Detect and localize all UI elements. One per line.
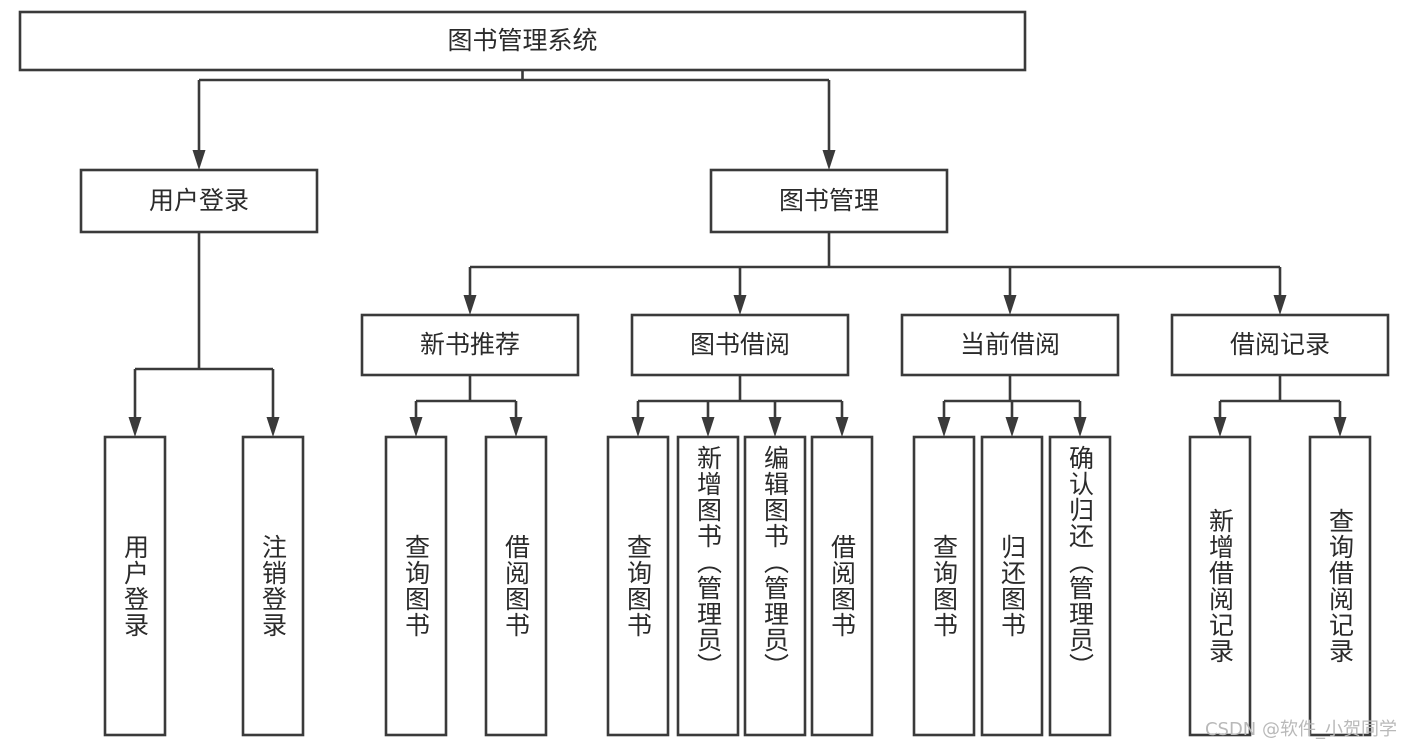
node-bookmgmt[interactable]: 图书管理 [709,168,949,234]
node-box-leaf-borrow-3 [743,435,807,737]
node-leaf-borrow-2[interactable]: 新增图书（管理员） [676,435,740,737]
node-label-leaf-borrow-3: 编辑图书（管理员） [760,445,790,679]
node-layer: 图书管理系统用户登录图书管理新书推荐图书借阅当前借阅借阅记录用户登录注销登录查询… [18,10,1390,737]
node-box-leaf-newbook-1 [384,435,448,737]
node-box-login [79,168,319,234]
node-leaf-newbook-2[interactable]: 借阅图书 [484,435,548,737]
node-label-wrap-leaf-records-1: 新增借阅记录 [1205,508,1235,664]
node-leaf-borrow-1[interactable]: 查询图书 [606,435,670,737]
node-label-wrap-leaf-borrow-2: 新增图书（管理员） [693,445,723,679]
node-label-wrap-leaf-borrow-3: 编辑图书（管理员） [760,445,790,679]
node-login[interactable]: 用户登录 [79,168,319,234]
arrowhead-leaf-login-1 [128,417,142,437]
node-box-leaf-login-2 [241,435,305,737]
node-label-leaf-current-2: 归还图书 [997,534,1027,638]
node-leaf-login-2[interactable]: 注销登录 [241,435,305,737]
node-label-leaf-borrow-1: 查询图书 [623,534,653,638]
node-label-wrap-leaf-borrow-4: 借阅图书 [827,534,857,638]
arrowhead-borrow [733,295,747,315]
node-label-leaf-current-1: 查询图书 [929,534,959,638]
node-label-leaf-newbook-1: 查询图书 [401,534,431,638]
arrowhead-bookmgmt [822,150,836,170]
node-leaf-records-1[interactable]: 新增借阅记录 [1188,435,1252,737]
node-box-newbook [360,313,580,377]
node-label-wrap-leaf-current-2: 归还图书 [997,534,1027,638]
node-box-root [18,10,1027,72]
node-label-leaf-borrow-2: 新增图书（管理员） [693,445,723,679]
arrowhead-leaf-records-1 [1213,417,1227,437]
node-label-leaf-login-1: 用户登录 [120,534,150,638]
node-label-leaf-login-2: 注销登录 [258,534,288,638]
node-box-leaf-records-1 [1188,435,1252,737]
arrowhead-leaf-current-1 [937,417,951,437]
node-leaf-current-1[interactable]: 查询图书 [912,435,976,737]
node-box-leaf-login-1 [103,435,167,737]
arrowhead-records [1273,295,1287,315]
arrowhead-leaf-newbook-1 [409,417,423,437]
node-leaf-borrow-3[interactable]: 编辑图书（管理员） [743,435,807,737]
arrowhead-current [1003,295,1017,315]
watermark: CSDN @软件_小贺同学 [1204,719,1397,740]
node-box-leaf-current-3 [1048,435,1112,737]
arrowhead-leaf-current-2 [1005,417,1019,437]
node-leaf-records-2[interactable]: 查询借阅记录 [1308,435,1372,737]
node-label-wrap-leaf-borrow-1: 查询图书 [623,534,653,638]
node-label-wrap-leaf-login-1: 用户登录 [120,534,150,638]
node-label-leaf-borrow-4: 借阅图书 [827,534,857,638]
node-leaf-current-3[interactable]: 确认归还（管理员） [1048,435,1112,737]
arrowhead-leaf-current-3 [1073,417,1087,437]
node-label-wrap-leaf-current-1: 查询图书 [929,534,959,638]
node-label-leaf-current-3: 确认归还（管理员） [1065,445,1095,679]
node-label-wrap-leaf-newbook-2: 借阅图书 [501,534,531,638]
node-label-borrow: 图书借阅 [690,330,790,359]
node-box-leaf-current-1 [912,435,976,737]
node-label-wrap-leaf-login-2: 注销登录 [258,534,288,638]
node-label-bookmgmt: 图书管理 [779,186,879,215]
node-box-leaf-current-2 [980,435,1044,737]
node-label-wrap-leaf-records-2: 查询借阅记录 [1325,508,1355,664]
node-label-newbook: 新书推荐 [420,330,520,359]
node-label-leaf-newbook-2: 借阅图书 [501,534,531,638]
node-current[interactable]: 当前借阅 [900,313,1120,377]
node-box-records [1170,313,1390,377]
node-box-current [900,313,1120,377]
edge-layer [128,70,1347,437]
node-borrow[interactable]: 图书借阅 [630,313,850,377]
node-label-records: 借阅记录 [1230,330,1330,359]
node-label-wrap-leaf-newbook-1: 查询图书 [401,534,431,638]
arrowhead-leaf-borrow-3 [768,417,782,437]
arrowhead-leaf-borrow-2 [701,417,715,437]
arrowhead-leaf-borrow-4 [835,417,849,437]
node-leaf-newbook-1[interactable]: 查询图书 [384,435,448,737]
arrowhead-leaf-login-2 [266,417,280,437]
node-box-leaf-borrow-4 [810,435,874,737]
node-box-leaf-records-2 [1308,435,1372,737]
node-leaf-borrow-4[interactable]: 借阅图书 [810,435,874,737]
node-label-leaf-records-2: 查询借阅记录 [1325,508,1355,664]
node-label-wrap-leaf-current-3: 确认归还（管理员） [1065,445,1095,679]
arrowhead-newbook [463,295,477,315]
node-box-bookmgmt [709,168,949,234]
node-leaf-login-1[interactable]: 用户登录 [103,435,167,737]
arrowhead-leaf-borrow-1 [631,417,645,437]
arrowhead-login [192,150,206,170]
arrowhead-leaf-newbook-2 [509,417,523,437]
node-box-leaf-newbook-2 [484,435,548,737]
node-root[interactable]: 图书管理系统 [18,10,1027,72]
node-label-root: 图书管理系统 [447,26,597,55]
node-box-leaf-borrow-2 [676,435,740,737]
node-label-leaf-records-1: 新增借阅记录 [1205,508,1235,664]
node-newbook[interactable]: 新书推荐 [360,313,580,377]
arrowhead-leaf-records-2 [1333,417,1347,437]
node-leaf-current-2[interactable]: 归还图书 [980,435,1044,737]
node-records[interactable]: 借阅记录 [1170,313,1390,377]
node-box-leaf-borrow-1 [606,435,670,737]
node-box-borrow [630,313,850,377]
node-label-current: 当前借阅 [960,330,1060,359]
node-label-login: 用户登录 [149,186,249,215]
